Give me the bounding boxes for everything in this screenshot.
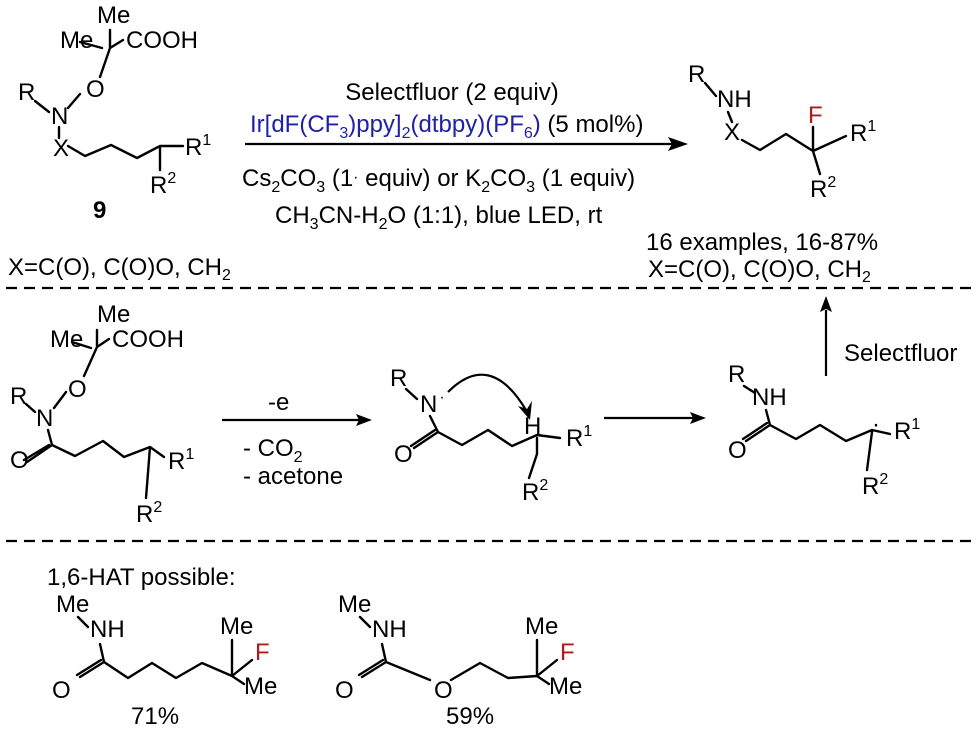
atom-nh: NH — [752, 384, 787, 411]
atom-n: N — [51, 103, 68, 130]
product-scope: 16 examples, 16-87% — [646, 229, 878, 256]
atom-o: O — [52, 677, 71, 704]
atom-o: O — [86, 76, 105, 103]
substrate-9: Me Me COOH O R N X R1 R2 9 X=C(O), C(O)O… — [8, 2, 231, 284]
atom-n-radical: N· — [420, 389, 445, 418]
atom-r1: R1 — [185, 132, 211, 161]
x-variants-note: X=C(O), C(O)O, CH2 — [648, 256, 871, 286]
atom-me: Me — [549, 673, 582, 700]
solvent-conditions: CH3CN-H2O (1:1), blue LED, rt — [275, 202, 603, 233]
atom-fluorine: F — [560, 639, 575, 666]
atom-fluorine: F — [808, 102, 823, 129]
mechanism-step2 — [604, 412, 706, 424]
mechanism-step3: Selectfluor — [820, 296, 957, 376]
atom-r1: R1 — [566, 423, 592, 452]
atom-n: N — [36, 405, 53, 432]
atom-x: X — [724, 119, 740, 146]
atom-o: O — [434, 677, 453, 704]
atom-me: Me — [56, 591, 89, 618]
atom-nh: NH — [372, 616, 407, 643]
atom-r2: R2 — [522, 477, 548, 506]
atom-r2: R2 — [150, 170, 176, 199]
hat-section-title: 1,6-HAT possible: — [47, 564, 236, 591]
atom-o: O — [10, 447, 29, 474]
atom-r1: R1 — [168, 446, 194, 475]
atom-r: R — [728, 361, 745, 388]
hat-arrowhead — [518, 401, 532, 420]
amidyl-radical: R N· O H R1 R2 — [390, 365, 592, 506]
atom-r1: R1 — [894, 416, 920, 445]
step-arrowhead — [690, 412, 706, 424]
atom-o: O — [335, 677, 354, 704]
yield-label: 71% — [131, 703, 179, 730]
yield-label: 59% — [446, 703, 494, 730]
atom-x: X — [53, 135, 69, 162]
atom-r2: R2 — [136, 499, 162, 528]
atom-fluorine: F — [255, 639, 270, 666]
atom-r1: R1 — [850, 118, 876, 147]
atom-o: O — [728, 437, 747, 464]
atom-me: Me — [525, 613, 558, 640]
atom-nh: NH — [717, 86, 752, 113]
loss-co2-label: - CO2 — [243, 435, 303, 466]
mechanism-substrate: Me Me COOH O R N O R1 R2 — [10, 301, 194, 528]
reagent-selectfluor: Selectfluor (2 equiv) — [345, 79, 558, 106]
atom-r: R — [688, 61, 705, 88]
compound-number: 9 — [93, 197, 106, 224]
atom-cooh: COOH — [126, 27, 198, 54]
fluorinated-product: R NH X F R1 R2 16 examples, 16-87% X=C(O… — [646, 61, 878, 286]
step-arrowhead — [820, 296, 832, 312]
reagent-selectfluor: Selectfluor — [844, 340, 957, 367]
reaction-conditions: Selectfluor (2 equiv) Ir[dF(CF3)ppy]2(dt… — [242, 79, 688, 233]
base-conditions: Cs2CO3 (1· equiv) or K2CO3 (1 equiv) — [242, 165, 635, 196]
photocatalyst: Ir[dF(CF3)ppy]2(dtbpy)(PF6) (5 mol%) — [250, 111, 643, 142]
mechanism-step1: -e - CO2 - acetone — [222, 389, 372, 490]
atom-cooh: COOH — [112, 326, 184, 353]
atom-me: Me — [338, 591, 371, 618]
x-variants-note: X=C(O), C(O)O, CH2 — [8, 254, 231, 284]
hat-example-1: Me NH O Me F Me 71% — [52, 591, 277, 730]
atom-me: Me — [244, 673, 277, 700]
atom-me: Me — [50, 326, 83, 353]
atom-me: Me — [97, 2, 130, 29]
atom-r: R — [10, 383, 27, 410]
atom-nh: NH — [90, 616, 125, 643]
step-arrowhead — [356, 414, 372, 426]
carbon-radical: R NH O R1 R2 · — [728, 361, 920, 500]
atom-r2: R2 — [810, 174, 836, 203]
atom-o: O — [394, 441, 413, 468]
oxidation-label: -e — [268, 389, 289, 416]
atom-r: R — [390, 365, 407, 392]
radical-dot: · — [872, 411, 880, 438]
atom-me: Me — [97, 301, 130, 328]
atom-me: Me — [60, 27, 93, 54]
hat-curved-arrow — [447, 373, 527, 411]
atom-h: H — [524, 413, 541, 440]
hat-example-2: Me NH O O Me F Me 59% — [335, 591, 582, 730]
atom-o: O — [68, 376, 87, 403]
atom-r: R — [18, 79, 35, 106]
loss-acetone-label: - acetone — [243, 463, 343, 490]
reaction-arrowhead — [668, 137, 688, 151]
atom-r2: R2 — [862, 471, 888, 500]
atom-me: Me — [220, 613, 253, 640]
